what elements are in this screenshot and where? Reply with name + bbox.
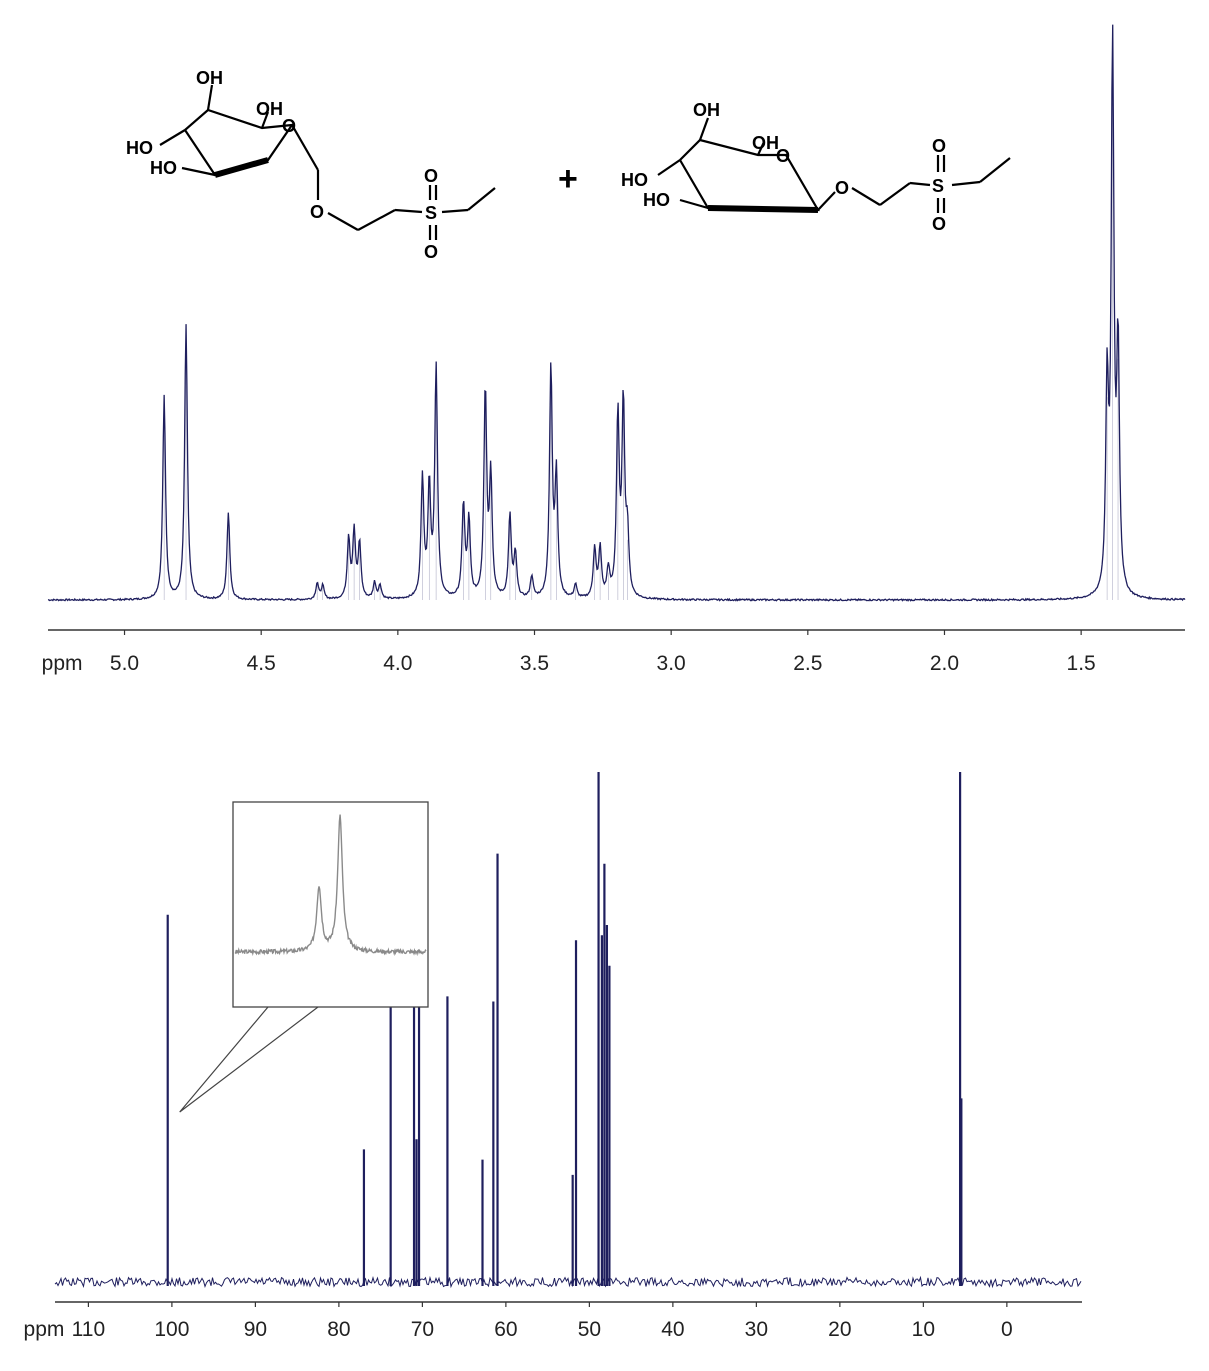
x-tick-label: 3.5 <box>520 652 549 675</box>
ring-oxygen-label: O <box>282 116 296 136</box>
oh-label: OH <box>752 133 779 153</box>
x-tick-label: 80 <box>327 1318 350 1341</box>
sulfonyl-oxygen-label: O <box>932 136 946 156</box>
sulfur-label: S <box>932 176 944 196</box>
oh-label: OH <box>693 100 720 120</box>
x-tick-label: 4.0 <box>383 652 412 675</box>
c13-baseline-noise <box>54 1275 1082 1289</box>
x-tick-label: 60 <box>494 1318 517 1341</box>
plus-sign: + <box>558 160 578 198</box>
ring-oxygen-label: O <box>776 146 790 166</box>
x-tick-label: 70 <box>411 1318 434 1341</box>
alpha-anomer-structure: OH OH O HO HO O O S O <box>126 68 496 262</box>
x-tick-label: 90 <box>244 1318 267 1341</box>
ho-label: HO <box>621 170 648 190</box>
x-tick-label: 0 <box>1001 1318 1013 1341</box>
x-tick-label: 5.0 <box>110 652 139 675</box>
beta-anomer-structure: OH OH O HO HO O O S O <box>621 100 1011 234</box>
ppm-unit-label: ppm <box>24 1318 65 1341</box>
x-tick-label: 2.5 <box>793 652 822 675</box>
oh-label: OH <box>256 99 283 119</box>
ho-label: HO <box>643 190 670 210</box>
sulfonyl-oxygen-label: O <box>424 166 438 186</box>
sulfur-label: S <box>425 203 437 223</box>
inset-callout-pointer <box>179 1006 319 1113</box>
glycosidic-oxygen-label: O <box>835 178 849 198</box>
h1-spectrum-trace <box>47 24 1186 602</box>
x-tick-label: 20 <box>828 1318 851 1341</box>
x-tick-label: 4.5 <box>247 652 276 675</box>
ppm-unit-label: ppm <box>42 652 83 675</box>
ho-label: HO <box>150 158 177 178</box>
ho-label: HO <box>126 138 153 158</box>
x-tick-label: 2.0 <box>930 652 959 675</box>
x-tick-label: 1.5 <box>1067 652 1096 675</box>
x-tick-label: 110 <box>72 1318 105 1341</box>
x-tick-label: 40 <box>661 1318 684 1341</box>
x-tick-label: 30 <box>745 1318 768 1341</box>
inset-spectrum-trace <box>234 814 427 957</box>
h1-spectrum-plot: 5.0 ppm 4.5 4.0 3.5 3.0 2.5 2.0 1.5 <box>42 24 1186 675</box>
sulfonyl-oxygen-label: O <box>424 242 438 262</box>
sulfonyl-oxygen-label: O <box>932 214 946 234</box>
x-tick-label: 3.0 <box>657 652 686 675</box>
x-tick-label: 50 <box>578 1318 601 1341</box>
x-tick-label: 10 <box>912 1318 935 1341</box>
glycosidic-oxygen-label: O <box>310 202 324 222</box>
h1-nmr-panel: OH OH O HO HO O O S O + OH OH O HO HO O … <box>42 24 1186 675</box>
inset-zoom-box <box>232 801 429 1008</box>
oh-label: OH <box>196 68 223 88</box>
x-tick-label: 100 <box>154 1318 189 1341</box>
